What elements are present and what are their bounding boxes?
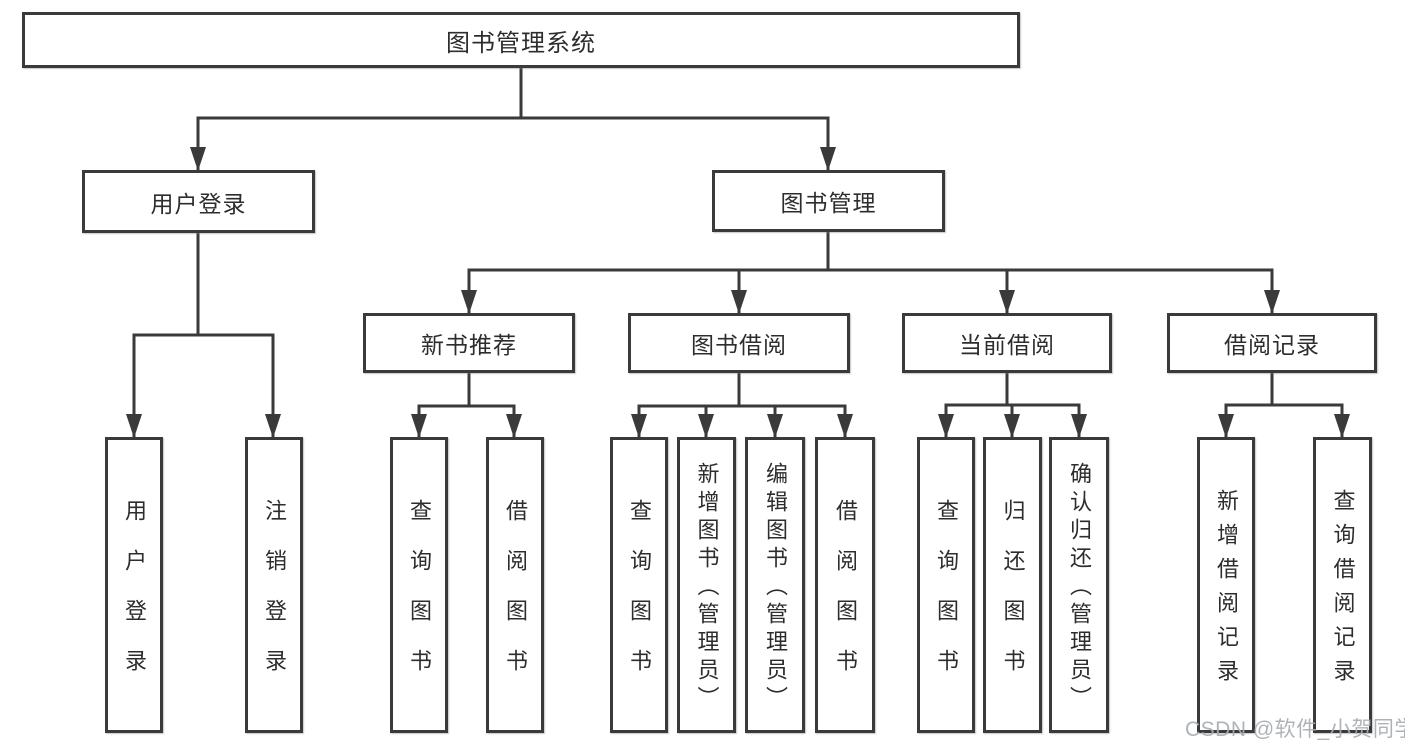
leaf-edit-books-admin: 编辑图书（管理员） <box>745 437 805 733</box>
node-label: 图书管理 <box>780 190 877 216</box>
leaf-borrow-books-recommend: 借阅图书 <box>486 437 544 733</box>
leaf-user-login: 用户登录 <box>105 437 163 733</box>
leaf-return-books: 归还图书 <box>983 437 1042 733</box>
node-label: 注销登录 <box>262 499 287 699</box>
node-library-management-system: 图书管理系统 <box>22 12 1020 68</box>
node-label: 借阅记录 <box>1224 332 1320 358</box>
node-label: 当前借阅 <box>959 332 1055 358</box>
csdn-watermark: CSDN @软件_小贺同学 <box>1185 718 1405 741</box>
node-label: 新书推荐 <box>421 332 517 358</box>
node-label: 新增图书（管理员） <box>694 462 720 714</box>
node-label: 图书管理系统 <box>446 29 596 57</box>
node-label: 查询图书 <box>407 499 432 699</box>
node-book-management: 图书管理 <box>712 170 945 232</box>
node-label: 编辑图书（管理员） <box>763 462 788 714</box>
leaf-confirm-return-admin: 确认归还（管理员） <box>1049 437 1109 733</box>
node-label: 查询图书 <box>934 499 959 699</box>
node-label: 借阅图书 <box>833 499 858 699</box>
node-book-borrowing: 图书借阅 <box>628 313 850 373</box>
leaf-add-books-admin: 新增图书（管理员） <box>677 437 736 733</box>
node-user-login: 用户登录 <box>82 170 315 233</box>
leaf-query-books-borrowing: 查询图书 <box>610 437 668 733</box>
node-borrowing-records: 借阅记录 <box>1167 313 1377 373</box>
node-label: 归还图书 <box>1000 499 1026 699</box>
leaf-logout: 注销登录 <box>245 437 303 733</box>
node-label: 新增借阅记录 <box>1214 489 1239 693</box>
node-label: 确认归还（管理员） <box>1067 462 1092 714</box>
node-label: 用户登录 <box>150 190 247 217</box>
node-label: 查询图书 <box>627 499 652 699</box>
leaf-query-books-recommend: 查询图书 <box>390 437 448 733</box>
node-label: 图书借阅 <box>691 332 787 358</box>
leaf-query-books-current: 查询图书 <box>917 437 975 733</box>
node-label: 查询借阅记录 <box>1330 489 1356 693</box>
node-current-borrowing: 当前借阅 <box>902 313 1112 373</box>
leaf-borrow-books: 借阅图书 <box>815 437 875 733</box>
node-new-book-recommendation: 新书推荐 <box>363 313 575 373</box>
node-label: 借阅图书 <box>503 499 528 699</box>
leaf-query-borrow-record: 查询借阅记录 <box>1313 437 1372 733</box>
leaf-add-borrow-record: 新增借阅记录 <box>1197 437 1255 733</box>
node-label: 用户登录 <box>122 499 147 699</box>
